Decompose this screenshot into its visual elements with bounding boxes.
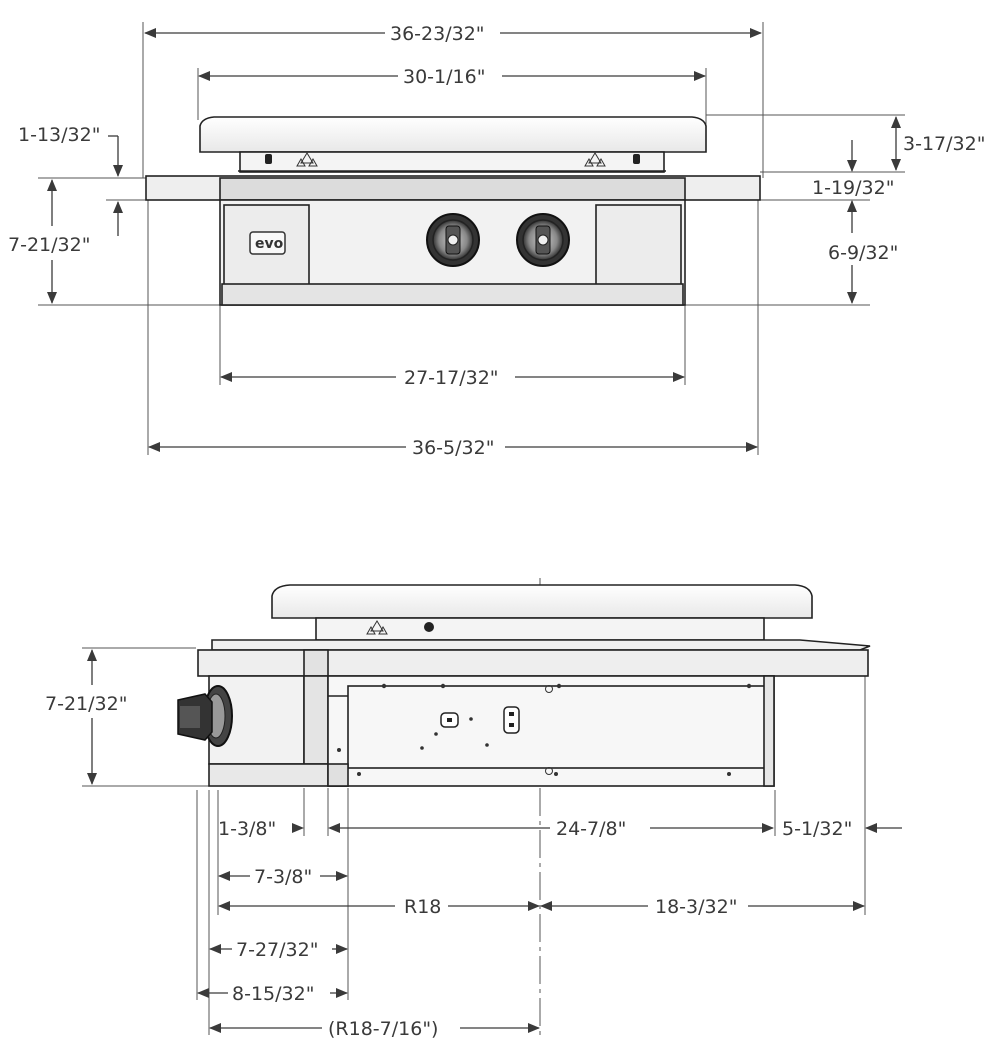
side-outlet-right	[503, 706, 520, 734]
dim-side-height: 7-21/32"	[45, 693, 127, 715]
recycle-icon-right	[584, 152, 606, 167]
front-knob-left	[426, 213, 480, 267]
dim-rear-overhang: 5-1/32"	[782, 818, 852, 840]
side-cabinet	[327, 675, 775, 787]
evo-logo	[249, 231, 286, 255]
dim-overall-top-width: 36-23/32"	[390, 23, 485, 45]
dim-knob-offset: 1-3/8"	[218, 818, 276, 840]
front-lid-base	[239, 151, 665, 173]
dim-overall-base-width: 36-5/32"	[412, 437, 494, 459]
dim-lid-width: 30-1/16"	[403, 66, 485, 88]
dim-cabinet-width: 27-17/32"	[404, 367, 499, 389]
recycle-icon-left	[296, 152, 318, 167]
recycle-icon-side	[366, 620, 388, 635]
side-cooktop-rim	[197, 649, 869, 677]
front-lid	[199, 116, 707, 153]
side-outlet-left	[440, 712, 459, 728]
dim-7-27-32: 7-27/32"	[236, 939, 318, 961]
side-lid	[271, 584, 813, 619]
side-panel-holes	[337, 683, 752, 776]
dim-rim-height: 1-19/32"	[812, 177, 894, 199]
side-fastener	[424, 622, 434, 632]
dim-front-to-center: 18-3/32"	[655, 896, 737, 918]
evo-logo-text: evo	[255, 236, 284, 252]
side-view: 7-21/32" 1-3/8" 24-7/8" 5-1/32" 7-3/8" R…	[45, 578, 902, 1040]
dim-body-height-left: 7-21/32"	[8, 234, 90, 256]
dim-body-depth: 24-7/8"	[556, 818, 626, 840]
dim-lid-height: 3-17/32"	[903, 133, 985, 155]
dim-8-15-32: 8-15/32"	[232, 983, 314, 1005]
front-knob-right	[516, 213, 570, 267]
dim-7-3-8: 7-3/8"	[254, 866, 312, 888]
side-knob	[177, 685, 233, 747]
front-fastener-left	[265, 154, 272, 164]
side-lid-base	[315, 617, 765, 641]
front-rim-inner	[219, 177, 686, 201]
dim-radius-ref: (R18-7/16")	[328, 1018, 438, 1040]
front-fastener-right	[633, 154, 640, 164]
dim-body-height-right: 6-9/32"	[828, 242, 898, 264]
dim-lid-drop: 1-13/32"	[18, 124, 100, 146]
dim-radius: R18	[404, 896, 441, 918]
front-view: evo 36-23/32"	[8, 22, 985, 459]
